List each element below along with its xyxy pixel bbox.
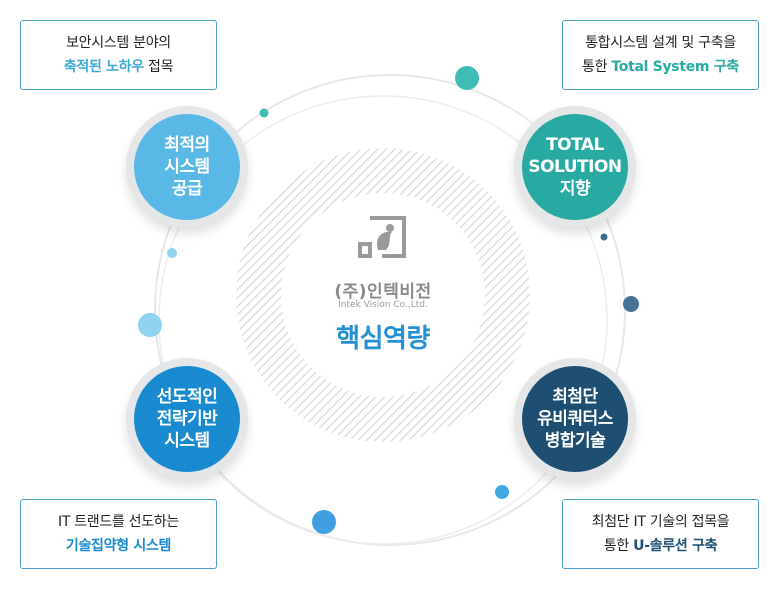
center-title: 핵심역량 xyxy=(336,324,430,354)
intek-logo-icon xyxy=(358,216,406,258)
node-ubiquitous-tech: 최첨단 유비쿼터스 병합기술 xyxy=(522,366,628,472)
callout-top-left: 보안시스템 분야의 축적된 노하우 접목 xyxy=(20,20,217,90)
callout-bottom-right: 최첨단 IT 기술의 접목을 통한 U-솔루션 구축 xyxy=(562,499,759,569)
callout-line: 통합시스템 설계 및 구축을 xyxy=(585,35,736,51)
callout-highlight: 축적된 노하우 xyxy=(63,59,144,75)
callout-text: 접목 xyxy=(143,59,174,75)
callout-line: 통한 Total System 구축 xyxy=(563,55,758,79)
callout-top-right: 통합시스템 설계 및 구축을 통한 Total System 구축 xyxy=(562,20,759,90)
orbit-dot xyxy=(167,248,177,258)
callout-text: 통한 xyxy=(582,59,612,75)
orbit-dot xyxy=(138,313,162,337)
orbit-dot xyxy=(455,66,479,90)
callout-line: 통한 U-솔루션 구축 xyxy=(563,534,758,558)
callout-highlight: Total System 구축 xyxy=(611,59,739,75)
outer-orbit-ring xyxy=(154,74,626,546)
node-total-solution: TOTAL SOLUTION 지향 xyxy=(522,114,628,220)
node-strategic-system: 선도적인 전략기반 시스템 xyxy=(134,366,240,472)
orbit-dot xyxy=(623,296,639,312)
orbit-dot xyxy=(312,510,336,534)
callout-line: 축적된 노하우 접목 xyxy=(21,55,216,79)
callout-highlight: 기술집약형 시스템 xyxy=(65,538,172,554)
callout-line: IT 트랜드를 선도하는 xyxy=(57,514,180,530)
hatched-center-ring xyxy=(230,140,540,450)
callout-line: 보안시스템 분야의 xyxy=(66,35,171,51)
callout-line: 기술집약형 시스템 xyxy=(21,534,216,558)
callout-highlight: U-솔루션 구축 xyxy=(633,538,718,554)
callout-line: 최첨단 IT 기술의 접목을 xyxy=(591,514,730,530)
callout-text: 통한 xyxy=(603,538,634,554)
callout-bottom-left: IT 트랜드를 선도하는 기술집약형 시스템 xyxy=(20,499,217,569)
orbit-dot xyxy=(600,233,608,241)
node-optimal-system: 최적의 시스템 공급 xyxy=(134,114,240,220)
orbit-dot xyxy=(495,485,509,499)
orbit-dot xyxy=(259,108,269,118)
company-name-en: Intek Vision Co.,Ltd. xyxy=(338,300,428,310)
company-name: (주)인텍비전 xyxy=(334,282,432,302)
center-hub: (주)인텍비전 Intek Vision Co.,Ltd. 핵심역량 xyxy=(238,150,528,440)
